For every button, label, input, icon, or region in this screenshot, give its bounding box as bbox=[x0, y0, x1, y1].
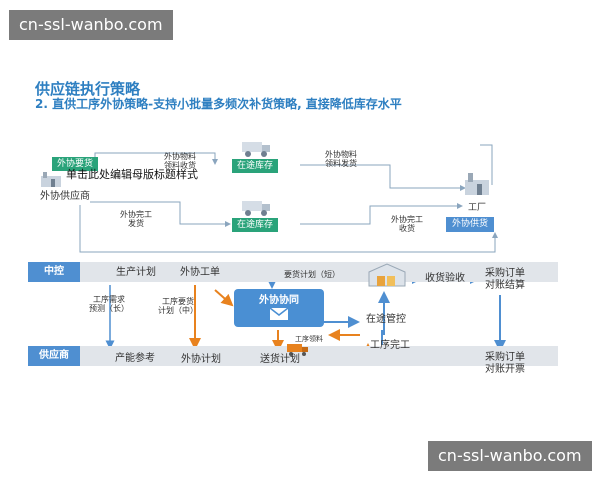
factory-icon bbox=[39, 170, 63, 188]
envelope-icon bbox=[270, 308, 288, 320]
outsource-cooperation-box: 外协协同 bbox=[234, 289, 324, 327]
master-style-text: 单击此处编辑母版标题样式 bbox=[66, 168, 198, 181]
warehouse-icon bbox=[367, 262, 407, 288]
completion-ship-label: 外协完工 发货 bbox=[120, 210, 152, 228]
supplier-label: 外协供应商 bbox=[40, 191, 90, 202]
page-title: 供应链执行策略 bbox=[35, 80, 141, 98]
in-transit-control: 在途管控 bbox=[366, 314, 406, 325]
truck-icon bbox=[240, 138, 272, 158]
factory-icon bbox=[462, 170, 492, 196]
process-material: 工序领料 bbox=[295, 335, 323, 343]
outsource-cooperation-label: 外协协同 bbox=[259, 295, 299, 306]
completion-receive-label: 外协完工 收货 bbox=[391, 215, 423, 233]
supplier-lane-label: 供应商 bbox=[28, 346, 80, 366]
outsource-order: 外协工单 bbox=[180, 267, 220, 278]
factory-label: 工厂 bbox=[468, 203, 487, 213]
delivery-plan: 送货计划 bbox=[260, 354, 300, 365]
page-subtitle: 2. 直供工序外协策略-支持小批量多频次补货策略, 直接降低库存水平 bbox=[35, 97, 402, 111]
po-reconcile-settle: 采购订单 对账结算 bbox=[485, 268, 525, 291]
material-issue-label-2: 外协物料 领料发货 bbox=[325, 150, 357, 168]
delivery-truck-icon bbox=[286, 341, 310, 356]
capacity-reference: 产能参考 bbox=[115, 353, 155, 364]
receipt-inspection: 收货验收 bbox=[425, 273, 465, 284]
production-plan: 生产计划 bbox=[116, 267, 156, 278]
outsource-plan: 外协计划 bbox=[181, 354, 221, 365]
truck-icon bbox=[240, 197, 272, 217]
supplier-lane: 供应商 bbox=[28, 346, 558, 366]
watermark-bottom: cn-ssl-wanbo.com bbox=[428, 441, 592, 471]
supplier-supply-box: 外协供货 bbox=[446, 217, 494, 232]
control-lane: 中控 bbox=[28, 262, 558, 282]
supplier-request-badge: 外协要货 bbox=[52, 157, 98, 171]
process-completion: 工序完工 bbox=[370, 340, 410, 351]
in-transit-inventory-2: 在途库存 bbox=[232, 218, 278, 232]
watermark-top: cn-ssl-wanbo.com bbox=[9, 10, 173, 40]
process-demand-plan: 工序要货 计划（中） bbox=[158, 297, 198, 315]
control-lane-label: 中控 bbox=[28, 262, 80, 282]
material-issue-label-1: 外协物料 领料收货 bbox=[164, 152, 196, 170]
po-reconcile-invoice: 采购订单 对账开票 bbox=[485, 352, 525, 375]
demand-plan-short: 要货计划（短） bbox=[284, 270, 340, 279]
in-transit-inventory-1: 在途库存 bbox=[232, 159, 278, 173]
process-demand-forecast: 工序需求 预测（长） bbox=[89, 295, 129, 313]
